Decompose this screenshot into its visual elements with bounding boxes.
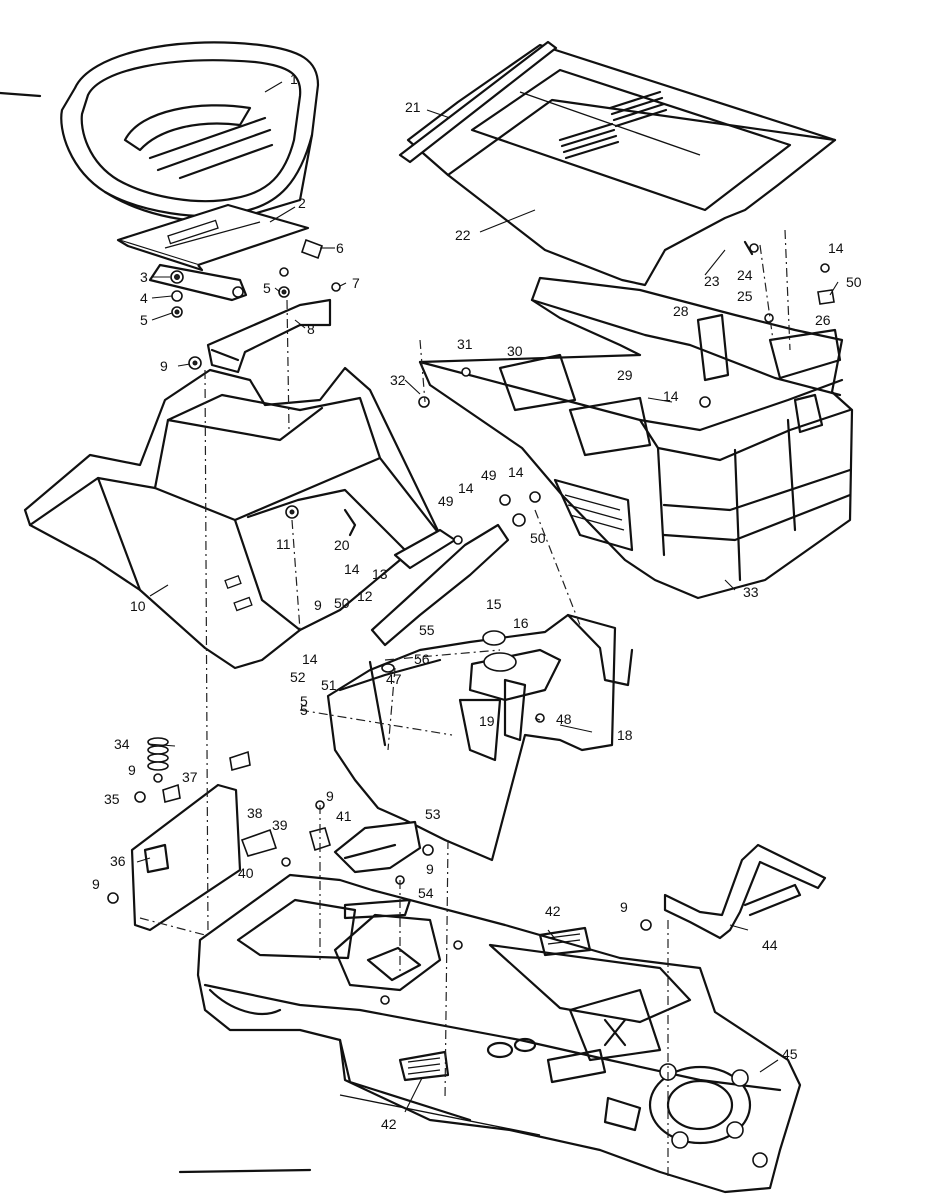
callout-3: 3 xyxy=(140,269,148,285)
callout-11: 11 xyxy=(276,536,291,552)
callout-16: 16 xyxy=(513,615,529,631)
callout-13: 13 xyxy=(372,566,388,582)
callout-14b: 14 xyxy=(302,651,318,667)
callout-50b: 50 xyxy=(530,530,546,546)
callout-5d: 5 xyxy=(300,693,308,709)
callout-7: 7 xyxy=(352,275,360,291)
callout-10: 10 xyxy=(130,598,146,614)
callout-50c: 50 xyxy=(846,274,862,290)
callout-21: 21 xyxy=(405,99,421,115)
callout-22: 22 xyxy=(455,227,471,243)
margin-marks xyxy=(0,91,312,1174)
callout-49a: 49 xyxy=(438,493,454,509)
callout-29: 29 xyxy=(617,367,633,383)
front-body-part-33 xyxy=(418,240,854,600)
callout-12: 12 xyxy=(357,588,373,604)
callout-24: 24 xyxy=(737,267,753,283)
callout-9f: 9 xyxy=(426,861,434,877)
callout-5c: 5 xyxy=(300,702,308,718)
callout-9e: 9 xyxy=(326,788,334,804)
callout-42b: 42 xyxy=(381,1116,397,1132)
callout-9g: 9 xyxy=(620,899,628,915)
callout-56: 56 xyxy=(414,651,430,667)
callout-55: 55 xyxy=(419,622,435,638)
callout-9a: 9 xyxy=(160,358,168,374)
callout-2: 2 xyxy=(298,195,306,211)
seat-bracket-part-2 xyxy=(116,203,310,302)
callout-41: 41 xyxy=(336,808,352,824)
callout-14a: 14 xyxy=(344,561,360,577)
callout-20: 20 xyxy=(334,537,350,553)
callout-30: 30 xyxy=(507,343,523,359)
callout-4: 4 xyxy=(140,290,148,306)
callout-19: 19 xyxy=(479,713,495,729)
callout-40: 40 xyxy=(238,865,254,881)
callout-6: 6 xyxy=(336,240,344,256)
callout-50a: 50 xyxy=(334,595,350,611)
callout-15: 15 xyxy=(486,596,502,612)
bracket-part-53 xyxy=(309,800,434,885)
callout-31: 31 xyxy=(457,336,473,352)
callout-35: 35 xyxy=(104,791,120,807)
callout-14e: 14 xyxy=(828,240,844,256)
seat-pivot-part-8 xyxy=(206,298,332,374)
callout-leaders xyxy=(136,81,839,1113)
callout-5a: 5 xyxy=(140,312,148,328)
callout-38: 38 xyxy=(247,805,263,821)
callout-18: 18 xyxy=(617,727,633,743)
callout-14f: 14 xyxy=(663,388,679,404)
callout-9c: 9 xyxy=(128,762,136,778)
dash-panel-part-18 xyxy=(326,613,634,862)
hood-part-22 xyxy=(398,40,837,287)
callout-32: 32 xyxy=(390,372,406,388)
callout-25: 25 xyxy=(737,288,753,304)
callout-28: 28 xyxy=(673,303,689,319)
callout-49b: 49 xyxy=(481,467,497,483)
bracket-part-36 xyxy=(107,750,291,932)
callout-34: 34 xyxy=(114,736,130,752)
callout-9b: 9 xyxy=(314,597,322,613)
callout-33: 33 xyxy=(743,584,759,600)
spring-part-34 xyxy=(147,737,169,771)
callout-1: 1 xyxy=(290,71,298,87)
seat-hardware xyxy=(170,238,341,318)
callout-48: 48 xyxy=(556,711,572,727)
callout-5b: 5 xyxy=(263,280,271,296)
callout-36: 36 xyxy=(110,853,126,869)
callout-52: 52 xyxy=(290,669,306,685)
callout-53: 53 xyxy=(425,806,441,822)
callout-14c: 14 xyxy=(458,480,474,496)
callout-9d: 9 xyxy=(92,876,100,892)
callout-37: 37 xyxy=(182,769,198,785)
callout-26: 26 xyxy=(815,312,831,328)
callout-39: 39 xyxy=(272,817,288,833)
fender-part-10 xyxy=(23,356,442,670)
callout-8: 8 xyxy=(307,321,315,337)
callout-51: 51 xyxy=(321,677,337,693)
callout-14d: 14 xyxy=(508,464,524,480)
seat-part-1 xyxy=(60,41,320,223)
callout-45: 45 xyxy=(782,1046,798,1062)
assembly-lines xyxy=(139,229,791,1180)
callout-42a: 42 xyxy=(545,903,561,919)
callout-23: 23 xyxy=(704,273,720,289)
callout-54: 54 xyxy=(418,885,434,901)
callout-44: 44 xyxy=(762,937,778,953)
dash-support-part-12-13 xyxy=(370,491,541,647)
hitch-plate-part-44 xyxy=(640,843,827,940)
callout-47: 47 xyxy=(386,671,402,687)
